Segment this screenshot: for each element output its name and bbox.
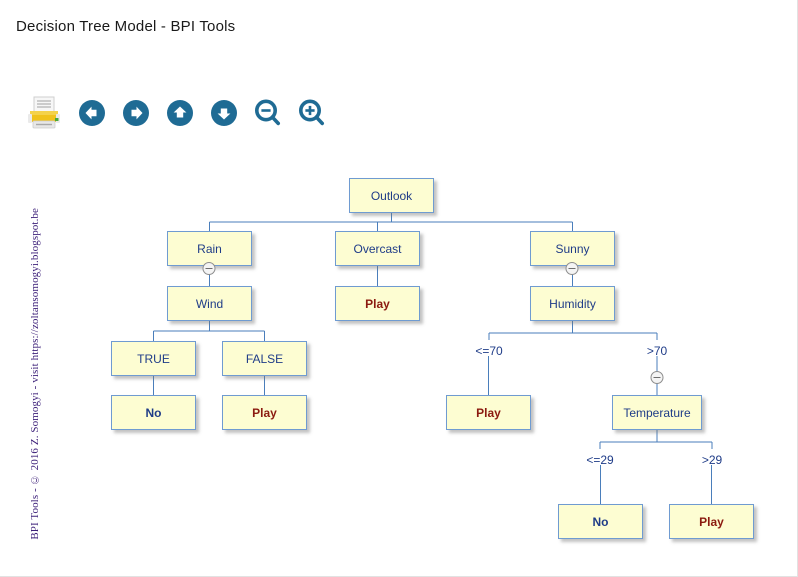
scroll-left-button[interactable] [70,91,114,135]
tree-node-label: Play [252,405,277,420]
arrow-up-icon [167,100,193,126]
tree-node-play_hum[interactable]: Play [446,395,531,430]
print-icon [28,96,60,129]
tree-node-humidity[interactable]: Humidity [530,286,615,321]
arrow-down-icon [211,100,237,126]
tree-node-label: Outlook [370,188,413,203]
scroll-down-button[interactable] [202,91,246,135]
zoom-in-button[interactable] [290,91,334,135]
arrow-left-icon [79,100,105,126]
tree-node-true[interactable]: TRUE [111,341,196,376]
tree-node-label: Play [476,405,501,420]
tree-node-play_false[interactable]: Play [222,395,307,430]
tree-node-rain[interactable]: Rain [167,231,252,266]
tree-node-label: Temperature [623,405,691,420]
zoom-out-button[interactable] [246,91,290,135]
collapse-toggle-temperature[interactable] [650,371,664,384]
tree-node-no_true[interactable]: No [111,395,196,430]
toolbar [18,90,334,136]
arrow-right-icon [123,100,149,126]
print-button[interactable] [18,91,70,135]
tree-node-no_temp[interactable]: No [558,504,643,539]
page-title: Decision Tree Model - BPI Tools [16,18,236,35]
zoom-in-icon [299,99,325,126]
tree-node-play_over[interactable]: Play [335,286,420,321]
tree-node-label: Play [699,514,724,529]
tree-node-wind[interactable]: Wind [167,286,252,321]
collapse-toggle-rain[interactable] [202,262,216,275]
tree-node-label: FALSE [245,351,284,366]
tree-node-label: Wind [195,296,224,311]
tree-node-play_temp[interactable]: Play [669,504,754,539]
tree-node-label: No [145,405,162,420]
tree-node-false[interactable]: FALSE [222,341,307,376]
zoom-out-icon [255,99,281,126]
tree-edge-label-lbl_le29: <=29 [586,453,614,467]
tree-node-label: Sunny [555,241,590,256]
tree-node-label: Overcast [353,241,402,256]
tree-node-label: Play [365,296,390,311]
tree-node-label: No [592,514,609,529]
tree-node-sunny[interactable]: Sunny [530,231,615,266]
scroll-right-button[interactable] [114,91,158,135]
tree-node-label: TRUE [137,351,170,366]
tree-edge-label-lbl_gt70: >70 [646,344,668,358]
collapse-toggle-sunny[interactable] [565,262,579,275]
tree-node-label: Rain [197,241,222,256]
tree-node-label: Humidity [549,296,596,311]
tree-node-outlook[interactable]: Outlook [349,178,434,213]
tree-node-temperature[interactable]: Temperature [612,395,702,430]
tree-edge-label-lbl_gt29: >29 [701,453,723,467]
tree-node-overcast[interactable]: Overcast [335,231,420,266]
tree-edge-label-lbl_le70: <=70 [475,344,503,358]
scroll-up-button[interactable] [158,91,202,135]
